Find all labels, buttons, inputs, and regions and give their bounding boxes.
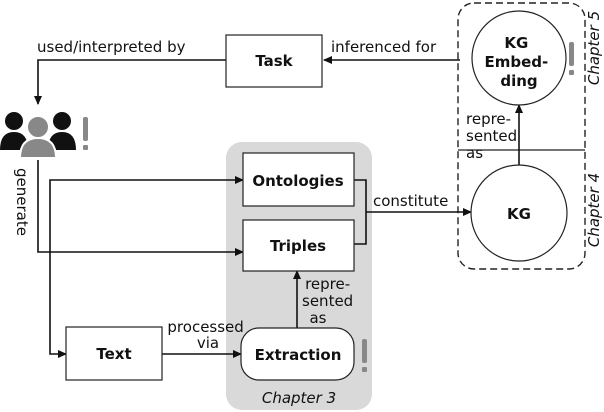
- kg-node: [470, 164, 568, 262]
- edge-users-to-text: [49, 252, 67, 358]
- processed-via-line-2: via: [197, 334, 219, 352]
- constitute-label: constitute: [373, 192, 448, 210]
- kg-embedding-line-3: ding: [500, 72, 537, 90]
- text-label: Text: [96, 345, 131, 363]
- edge-task-to-users: [34, 59, 226, 105]
- text-node: [65, 326, 163, 381]
- extraction-exclamation-icon: [362, 339, 367, 372]
- ontologies-label: Ontologies: [252, 172, 343, 190]
- represented-as-kg-label: repre- sented as: [466, 110, 522, 162]
- represented-as-triples-label: repre- sented as: [302, 275, 358, 327]
- kg-embedding-line-2: Embed-: [485, 53, 549, 71]
- inferenced-for-label: inferenced for: [331, 38, 437, 56]
- processed-via-label: processed via: [167, 318, 248, 352]
- kg-embedding-line-1: KG: [504, 34, 528, 52]
- embedding-exclamation-icon: [569, 42, 574, 75]
- represented-triples-line-2: sented: [302, 292, 353, 310]
- represented-kg-line-1: repre-: [466, 110, 511, 128]
- ontologies-node: [242, 152, 355, 207]
- task-label: Task: [255, 52, 293, 70]
- kg-embedding-label: KG Embed- ding: [485, 34, 554, 90]
- processed-via-line-1: processed: [167, 318, 243, 336]
- generate-label: generate: [13, 168, 31, 236]
- represented-triples-line-1: repre-: [305, 275, 350, 293]
- extraction-label: Extraction: [255, 346, 342, 364]
- represented-kg-line-2: sented: [466, 127, 517, 145]
- kg-label: KG: [507, 205, 531, 223]
- chapter3-label: Chapter 3: [262, 389, 336, 407]
- users-group-icon: [0, 112, 76, 159]
- triples-label: Triples: [270, 237, 326, 255]
- extraction-node: [240, 327, 355, 381]
- triples-node: [242, 219, 355, 272]
- task-node: [225, 34, 323, 88]
- users-exclamation-icon: [83, 117, 88, 150]
- chapter45-panel: [457, 2, 586, 270]
- chapter4-label: Chapter 4: [585, 173, 603, 247]
- edge-users-to-triples: [37, 160, 244, 256]
- chapter5-label: Chapter 5: [585, 11, 603, 85]
- represented-kg-line-3: as: [466, 144, 483, 162]
- represented-triples-line-3: as: [309, 309, 326, 327]
- edge-users-to-ontologies: [49, 176, 244, 252]
- used-interpreted-by-label: used/interpreted by: [37, 38, 186, 56]
- kg-embedding-node: [471, 10, 567, 106]
